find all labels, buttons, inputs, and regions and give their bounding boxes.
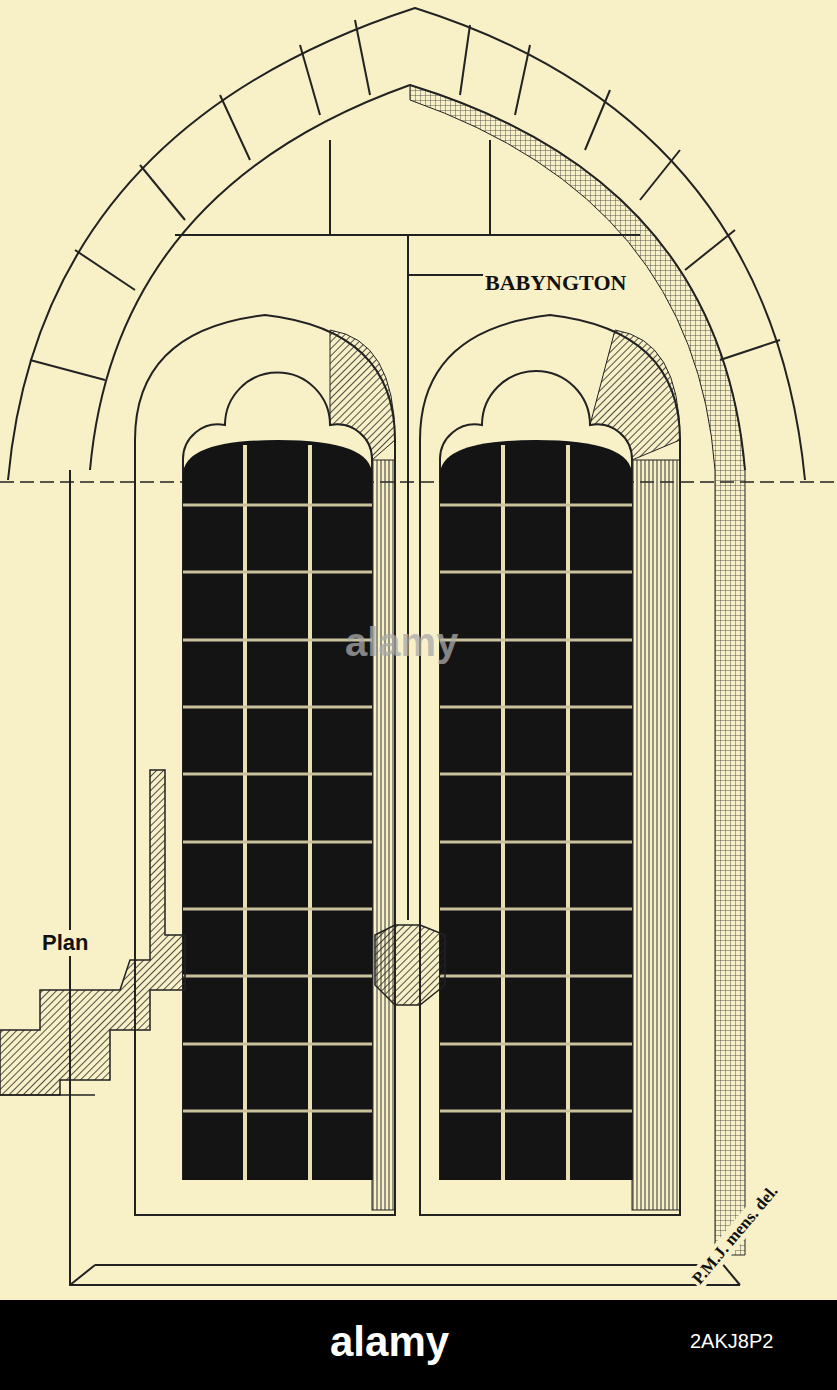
watermark-logo: alamy — [330, 1318, 449, 1366]
image-id: 2AKJ8P2 — [690, 1330, 773, 1353]
watermark: alamy — [345, 620, 458, 665]
inscription: BABYNGTON — [483, 270, 628, 296]
plan-label: Plan — [40, 930, 90, 956]
